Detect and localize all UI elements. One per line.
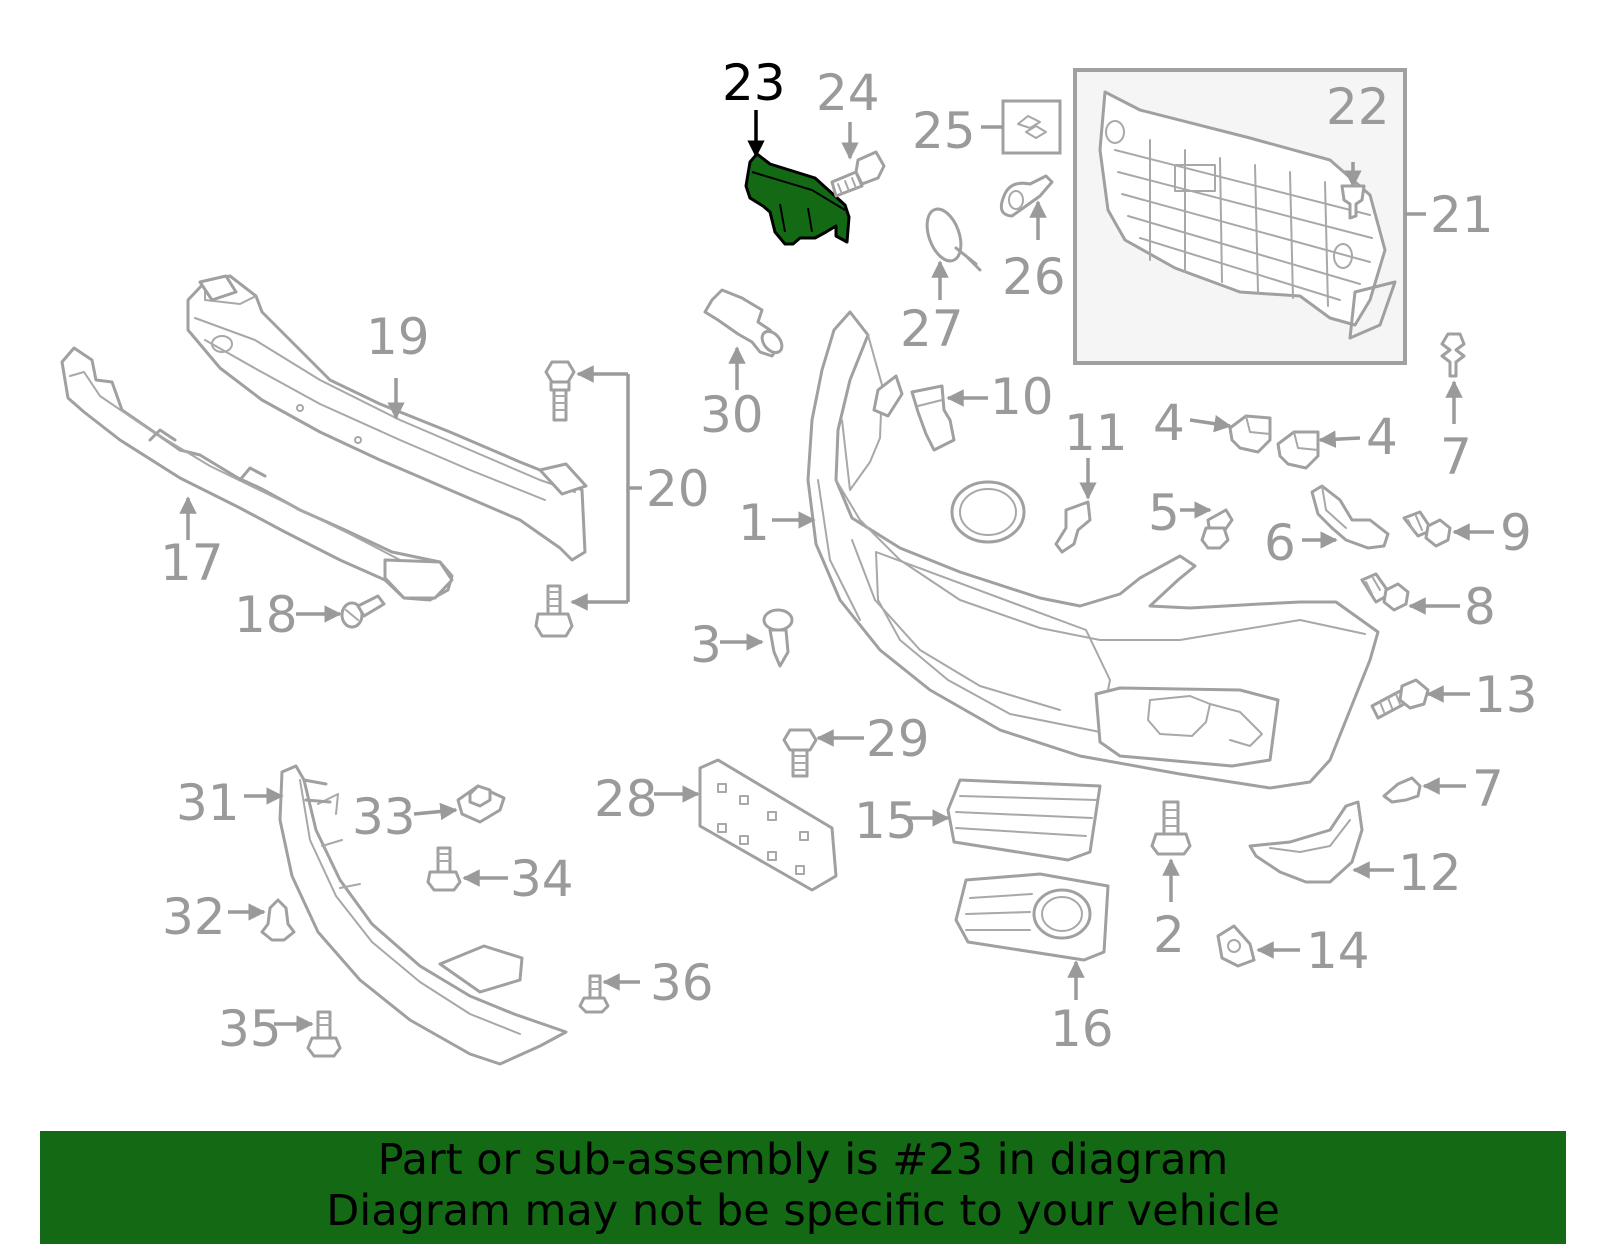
undercover-31[interactable]	[278, 764, 568, 1066]
callout-5: 5	[1148, 484, 1180, 542]
callout-10: 10	[990, 368, 1054, 426]
callout-14: 14	[1306, 922, 1370, 980]
callout-35: 35	[218, 1000, 282, 1058]
callout-3: 3	[690, 616, 722, 674]
callout-25: 25	[912, 102, 976, 160]
callout-13: 13	[1474, 666, 1538, 724]
bracket-6[interactable]	[1310, 484, 1390, 550]
callout-6: 6	[1264, 514, 1296, 572]
bumper-cover-1[interactable]	[806, 310, 1380, 790]
callout-4-right: 4	[1366, 408, 1398, 466]
bolt-35[interactable]	[306, 1010, 342, 1058]
callout-17: 17	[160, 534, 224, 592]
nut-33[interactable]	[456, 784, 506, 824]
banner-line-1: Part or sub-assembly is #23 in diagram	[377, 1135, 1229, 1185]
bolt-29[interactable]	[782, 728, 818, 778]
bracket-12[interactable]	[1248, 800, 1364, 884]
clip-4-left[interactable]	[1228, 414, 1272, 454]
clip-22[interactable]	[1340, 184, 1366, 220]
fastener-18[interactable]	[340, 594, 386, 629]
screw-5[interactable]	[1200, 508, 1234, 550]
cap-27[interactable]	[921, 204, 982, 272]
clip-7-lower[interactable]	[1382, 776, 1422, 804]
callout-7-lower: 7	[1472, 760, 1504, 818]
callout-20: 20	[646, 460, 710, 518]
bolt-8[interactable]	[1360, 572, 1410, 612]
info-banner: Part or sub-assembly is #23 in diagram D…	[40, 1131, 1566, 1244]
callout-24: 24	[816, 64, 880, 122]
plate-28[interactable]	[698, 758, 838, 892]
callout-28: 28	[594, 770, 658, 828]
bracket-23-highlighted[interactable]	[744, 152, 851, 246]
bracket-10[interactable]	[910, 384, 956, 452]
callout-4-left: 4	[1153, 394, 1185, 452]
callout-31: 31	[176, 774, 240, 832]
bolt-34[interactable]	[426, 846, 462, 892]
callout-16: 16	[1050, 1000, 1114, 1058]
clip-4-right[interactable]	[1276, 430, 1320, 470]
callout-21: 21	[1430, 186, 1494, 244]
callout-2: 2	[1153, 906, 1185, 964]
callout-19: 19	[366, 308, 430, 366]
callout-26: 26	[1002, 248, 1066, 306]
clip-32[interactable]	[260, 898, 296, 942]
bolt-36[interactable]	[578, 974, 610, 1014]
callout-34: 34	[510, 850, 574, 908]
clip-7-upper[interactable]	[1440, 332, 1466, 378]
label-25[interactable]	[1001, 99, 1062, 155]
banner-line-2: Diagram may not be specific to your vehi…	[326, 1186, 1280, 1236]
callout-29: 29	[866, 710, 930, 768]
callout-11: 11	[1064, 404, 1128, 462]
callout-27: 27	[900, 300, 964, 358]
callout-8: 8	[1464, 578, 1496, 636]
callout-30: 30	[700, 386, 764, 444]
sensor-30[interactable]	[703, 288, 786, 358]
nut-14[interactable]	[1216, 924, 1256, 968]
callout-32: 32	[162, 888, 226, 946]
clip-3[interactable]	[762, 608, 794, 668]
callout-15: 15	[854, 792, 918, 850]
callout-33: 33	[352, 788, 416, 846]
bolt-20-upper[interactable]	[544, 360, 576, 422]
reinforcement-19[interactable]	[186, 274, 588, 562]
cover-15[interactable]	[946, 778, 1102, 862]
callout-18: 18	[234, 586, 298, 644]
callout-22: 22	[1326, 78, 1390, 136]
callout-1: 1	[738, 494, 770, 552]
fog-cover-16[interactable]	[954, 872, 1110, 962]
callout-9: 9	[1500, 504, 1532, 562]
callout-36: 36	[650, 954, 714, 1012]
callout-7-upper: 7	[1440, 428, 1472, 486]
callout-23: 23	[722, 54, 786, 112]
bolt-20-lower[interactable]	[534, 584, 574, 638]
bolt-24[interactable]	[830, 150, 886, 198]
clip-26[interactable]	[999, 174, 1054, 218]
bolt-9[interactable]	[1402, 510, 1452, 548]
bracket-11[interactable]	[1054, 500, 1092, 554]
absorber-17[interactable]	[60, 346, 454, 602]
bolt-13[interactable]	[1370, 678, 1430, 720]
callout-12: 12	[1398, 844, 1462, 902]
bolt-2[interactable]	[1150, 800, 1192, 856]
